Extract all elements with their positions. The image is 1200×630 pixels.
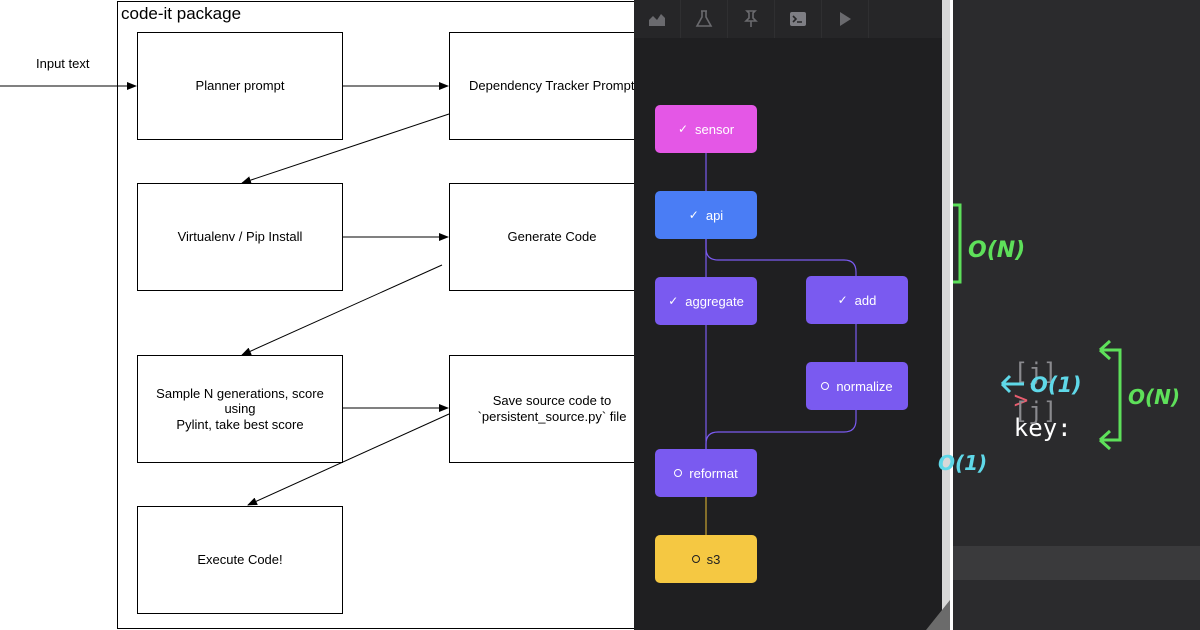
flowchart-panel: code-it package Input text Planner promp… xyxy=(0,0,657,630)
code-operator: > xyxy=(1013,386,1029,414)
annotation-top-complexity: O(N) xyxy=(968,238,1026,263)
arrow-inline xyxy=(1000,374,1024,394)
node-label: api xyxy=(705,207,724,223)
code-index-bracket: [j] xyxy=(1013,358,1058,386)
pipeline-edges xyxy=(705,153,857,535)
flask-icon[interactable] xyxy=(681,0,728,38)
pending-circle-icon xyxy=(821,382,830,390)
pipeline-node-aggregate[interactable]: ✓ aggregate xyxy=(655,277,757,325)
annotation-partial-complexity: O(1) xyxy=(938,451,988,475)
pin-icon[interactable] xyxy=(728,0,775,38)
node-label: normalize xyxy=(836,378,893,394)
bracket-top xyxy=(953,203,962,284)
flow-box-sample: Sample N generations, score using Pylint… xyxy=(137,355,343,463)
edge-api-add xyxy=(705,239,857,276)
terminal-icon[interactable] xyxy=(775,0,822,38)
pipeline-node-s3[interactable]: s3 xyxy=(655,535,757,583)
pipeline-node-normalize[interactable]: normalize xyxy=(806,362,908,410)
flow-box-execute: Execute Code! xyxy=(137,506,343,614)
code-colon: : xyxy=(1057,414,1072,442)
chart-icon[interactable] xyxy=(634,0,681,38)
arrow-dependency-virtualenv xyxy=(241,113,450,184)
check-icon: ✓ xyxy=(677,122,689,136)
node-label: s3 xyxy=(706,551,721,567)
flow-box-save: Save source code to `persistent_source.p… xyxy=(449,355,655,463)
bracket-right xyxy=(1100,348,1122,442)
edge-normalize-reformat xyxy=(705,410,857,449)
flow-box-virtualenv: Virtualenv / Pip Install xyxy=(137,183,343,291)
page-curl-corner xyxy=(926,600,950,630)
code-line-1: [j] > key: xyxy=(956,330,1072,470)
package-title: code-it package xyxy=(121,4,242,23)
panel-edge-strip xyxy=(942,0,950,630)
current-line-highlight xyxy=(953,546,1200,580)
annotation-right-complexity: O(N) xyxy=(1128,385,1181,409)
play-icon[interactable] xyxy=(822,0,869,38)
check-icon: ✓ xyxy=(837,293,848,307)
flow-box-generate: Generate Code xyxy=(449,183,655,291)
arrow-save-execute xyxy=(247,413,450,506)
code-index-bracket: [j] xyxy=(1013,397,1058,425)
pipeline-node-reformat[interactable]: reformat xyxy=(655,449,757,497)
node-label: sensor xyxy=(695,121,735,137)
flow-arrows xyxy=(0,82,450,506)
pending-circle-icon xyxy=(691,555,700,563)
arrow-head-upper xyxy=(1098,339,1112,361)
code-identifier: key xyxy=(1013,414,1058,442)
annotation-inline-complexity: O(1) xyxy=(1030,373,1082,397)
pipeline-node-add[interactable]: ✓ add xyxy=(806,276,908,324)
check-icon: ✓ xyxy=(688,208,699,222)
input-label: Input text xyxy=(36,56,90,71)
flow-box-planner: Planner prompt xyxy=(137,32,343,140)
node-label: reformat xyxy=(689,465,738,481)
check-icon: ✓ xyxy=(668,294,679,308)
pipeline-toolbar xyxy=(634,0,950,38)
panel-divider xyxy=(950,0,953,630)
arrow-head-lower xyxy=(1098,429,1112,451)
flow-box-dependency: Dependency Tracker Prompt xyxy=(449,32,655,140)
pipeline-panel: ✓ sensor ✓ api ✓ aggregate ✓ add normali… xyxy=(634,0,950,630)
pipeline-node-sensor[interactable]: ✓ sensor xyxy=(655,105,757,153)
arrow-generate-sample xyxy=(241,264,443,356)
pending-circle-icon xyxy=(674,469,683,477)
annotation-strokes xyxy=(953,203,1122,451)
code-line-2: [j] xyxy=(956,369,1057,453)
node-label: add xyxy=(854,292,877,308)
node-label: aggregate xyxy=(685,293,744,309)
pipeline-node-api[interactable]: ✓ api xyxy=(655,191,757,239)
code-panel: [j] > key: [j] O(N) O(N) O(1) O(1) xyxy=(938,0,1200,630)
